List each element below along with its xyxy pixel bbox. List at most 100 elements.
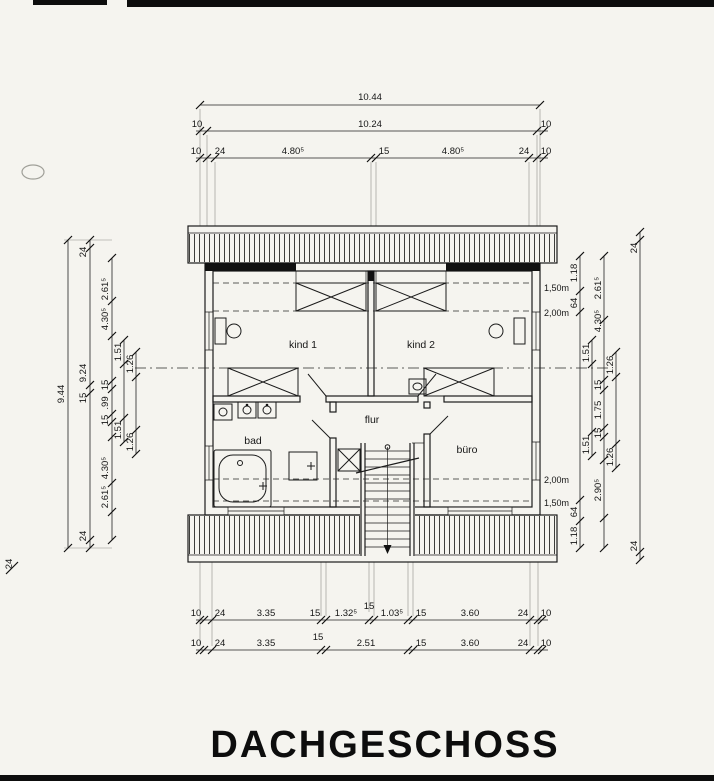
dim-label: 1.51 [113,421,124,440]
dim-label: 1.26 [605,356,616,375]
dim-label: 10 [541,638,552,649]
room-label-buero: büro [456,444,477,456]
window-left-upper [205,311,213,351]
dim-label: .99 [100,396,111,409]
dim-label: 9.44 [56,385,67,404]
window-right-upper [532,311,540,351]
top-eaves-hatch [189,234,556,262]
exterior-wall-outer [204,262,541,516]
dim-label: 1.51 [581,436,592,455]
dim-label: 10 [191,146,202,157]
dim-label: 1.03⁵ [381,608,403,619]
dim-label: 24 [215,608,226,619]
exterior-wall-inner [212,270,533,508]
dim-label: 4.30⁵ [100,457,111,479]
dim-label: 4.30⁵ [100,308,111,330]
dim-label: 1.26 [605,448,616,467]
chimney [337,448,361,472]
plus-mark [307,462,315,470]
page-title: DACHGESCHOSS [210,724,559,766]
dim-label: 1.75 [593,401,604,420]
fixtures [213,317,526,508]
roof-window-right [375,282,447,312]
dim-label: 10 [191,608,202,619]
height-label-150-top: 1,50m [544,283,569,293]
dim-label: 64 [569,298,580,309]
dim-label: 24 [78,247,89,258]
dim-label: 1.18 [569,527,580,546]
dim-label: 10 [541,119,552,130]
dim-label: 15 [100,380,111,391]
dim-label: 1.26 [125,355,136,374]
dim-label: 10 [541,608,552,619]
dim-label: 15 [78,393,89,404]
room-label-kind1: kind 1 [289,339,317,351]
dim-label: 15 [310,608,321,619]
wc-kind2 [408,378,427,395]
dim-label: 24 [215,146,226,157]
height-label-200-top: 2,00m [544,308,569,318]
dim-label: 3.60 [461,638,480,649]
dim-label: 1.51 [113,343,124,362]
bottom-dimensions: 10 24 3.35 15 1.32⁵ 15 1.03⁵ 15 3.60 24 … [191,562,552,655]
dim-label: 2.51 [357,638,376,649]
stair-arrow [383,545,392,554]
room-labels: kind 1 kind 2 flur bad büro [244,339,477,456]
dim-label: 15 [593,380,604,391]
bathtub [213,449,272,508]
partition-kind1-kind2 [367,270,375,397]
top-dimensions: 10.44 10 10.24 10 10 24 4.80⁵ 15 4.80⁵ 2… [191,92,552,226]
window-bottom-buero [447,507,513,515]
radiator-left [214,317,227,345]
dim-label: 1.51 [581,344,592,363]
dim-label: 10.44 [358,92,382,103]
dim-label: 4.80⁵ [282,146,304,157]
room-label-flur: flur [365,414,380,426]
closet-kind1 [227,367,299,397]
dim-label: 24 [518,638,529,649]
dim-label: 10 [192,119,203,130]
dim-label: 3.35 [257,638,276,649]
dim-label: 4.30⁵ [593,310,604,332]
dim-label: 10 [541,146,552,157]
dim-label: 3.60 [461,608,480,619]
dim-label: 24 [518,608,529,619]
stair-start [384,444,391,450]
dim-label: 24 [4,559,15,570]
door-bad [311,419,331,439]
dim-label: 1.26 [125,433,136,452]
doors [307,373,449,439]
door-kind1 [307,373,327,397]
crossed-boxes [227,282,495,397]
dim-label: 24 [519,146,530,157]
walls [204,262,541,516]
plus-mark [259,482,267,490]
column-left [226,323,242,339]
dim-label: 15 [416,638,427,649]
door-buero [429,415,449,435]
right-dimensions: 1.18 64 64 1.18 2.61⁵ 4.30⁵ 15 1.75 15 2… [544,227,645,565]
washbasin-1 [237,401,257,419]
dim-label: 15 [313,632,324,643]
radiator-right [513,317,526,345]
roof-window-left [295,282,367,312]
column-right [488,323,504,339]
dim-label: 9.24 [78,364,89,383]
room-label-kind2: kind 2 [407,339,435,351]
window-bottom-bad [227,507,285,515]
washbasin-2 [257,401,277,419]
dim-label: 15 [379,146,390,157]
dim-label: 10 [191,638,202,649]
dim-label: 24 [215,638,226,649]
dim-label: 10.24 [358,119,382,130]
dim-label: 64 [569,507,580,518]
dim-label: 24 [78,531,89,542]
stair-break-line [355,457,420,474]
shower [288,451,318,481]
closet-kind2 [423,367,495,397]
bottom-eaves-hatch-right [414,516,556,554]
left-dimensions: 9.44 24 9.24 15 24 2.61⁵ 4.30⁵ 15 .99 15… [4,235,141,575]
stairs [355,443,420,556]
dim-label: 2.61⁵ [100,486,111,508]
